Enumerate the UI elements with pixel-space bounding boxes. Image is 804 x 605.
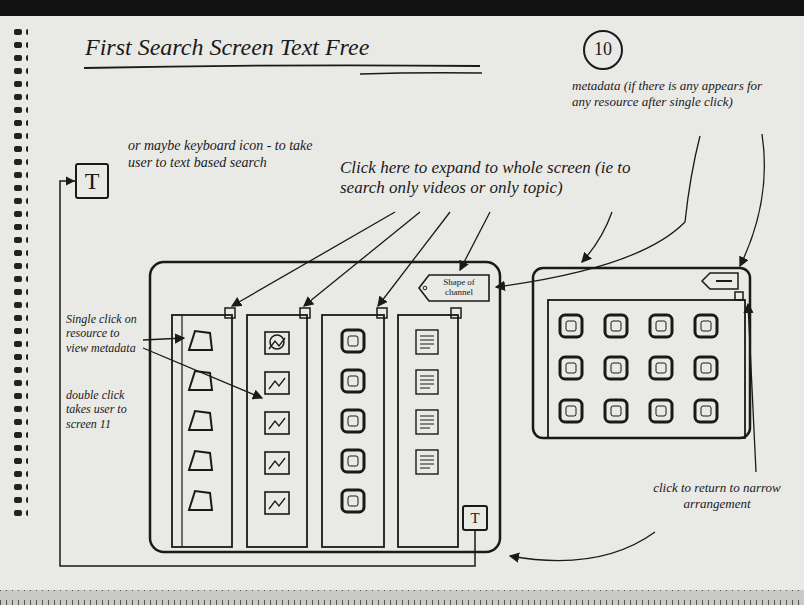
node-text: T [470,510,479,527]
note-text: Single click on resource to view metadat… [66,312,142,355]
page-number-circle: 10 [583,30,623,70]
connector-line [60,181,475,566]
connector [60,177,475,567]
note-text: click to return to narrow arrangement [652,480,782,511]
sketch-title: First Search Screen Text Free [85,34,369,61]
arrow-head [66,177,75,186]
expanded-screen [533,268,750,438]
top-band [0,0,804,16]
text-search-button: T [75,163,109,199]
leader-lines [143,134,764,561]
channel-tag: Shape of channel [418,274,490,302]
ruler [0,590,804,605]
thumbnails [189,330,438,514]
node-text: T [85,168,100,194]
tag-shape [419,275,489,301]
title-underline [84,65,482,74]
main-screen [150,262,500,552]
note-text: Click here to expand to whole screen (ie… [340,158,670,199]
spiral-binding [14,28,28,518]
note-text: metadata (if there is any appears for an… [572,78,782,109]
text-search-button: T [462,505,488,531]
note-text: double click takes user to screen 11 [66,388,142,431]
node-text: 10 [594,40,612,60]
ruler-ticks [0,590,804,605]
note-text: or maybe keyboard icon - to take user to… [128,138,318,172]
tag-hole [423,286,427,290]
node-text: Shape of channel [431,278,487,298]
